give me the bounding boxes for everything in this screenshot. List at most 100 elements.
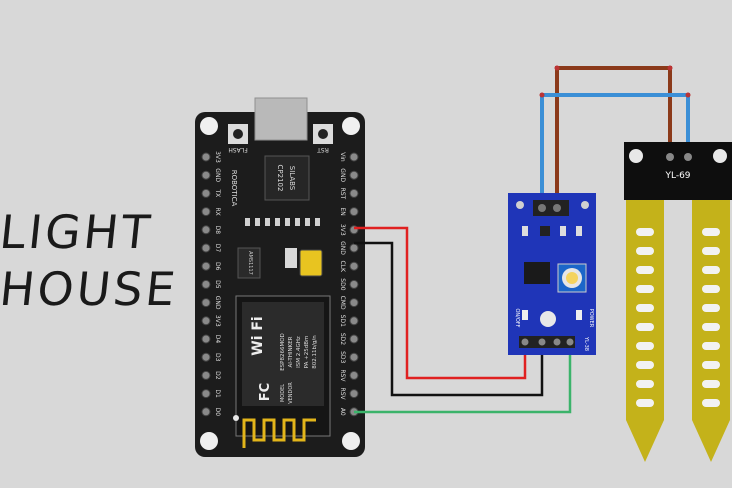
probe-trace xyxy=(702,323,720,331)
module-side-1: MODEL xyxy=(280,384,286,402)
pin-label: D2 xyxy=(214,371,221,380)
probe-trace xyxy=(702,304,720,312)
tantalum-capacitor-icon xyxy=(299,249,323,277)
header-pin xyxy=(201,407,211,417)
pin-label: SD3 xyxy=(339,351,346,363)
module-text-3: ISM 2.4GHz xyxy=(296,336,302,368)
pin-label: D8 xyxy=(214,226,221,235)
pin-label: RX xyxy=(214,207,221,215)
probe-trace xyxy=(636,380,654,388)
probe-trace xyxy=(636,361,654,369)
header-pin xyxy=(349,316,359,326)
header-pin xyxy=(349,370,359,380)
pin-label: D6 xyxy=(214,262,221,271)
wire-black-gnd xyxy=(354,241,544,397)
probe-label: YL-69 xyxy=(664,171,690,181)
pin-label: RSV xyxy=(339,369,346,382)
capacitor-icon xyxy=(285,248,297,268)
probe-trace xyxy=(702,380,720,388)
probe-trace xyxy=(636,399,654,407)
wire-blue-probe xyxy=(540,93,690,207)
pin-label: 3V3 xyxy=(339,224,346,236)
pin-label: CLK xyxy=(339,260,346,273)
probe-trace xyxy=(636,285,654,293)
header-pin xyxy=(201,152,211,162)
pin-label: SD2 xyxy=(339,333,346,345)
module-text-5: 802.11b/g/n xyxy=(312,335,318,369)
pin-label: 3V3 xyxy=(214,151,221,163)
pin-label: SD1 xyxy=(339,315,346,327)
module-side-2: VENDOR xyxy=(288,382,294,404)
probe-trace xyxy=(636,304,654,312)
pin-label: GND xyxy=(339,168,346,182)
voltage-regulator xyxy=(237,247,261,279)
header-pin xyxy=(201,389,211,399)
wifi-logo: Wi Fi xyxy=(250,316,266,355)
comparator-chip xyxy=(524,262,550,284)
led-icon xyxy=(576,310,582,320)
mount-hole-icon xyxy=(342,432,360,450)
header-pin xyxy=(201,225,211,235)
pin-label: TX xyxy=(214,189,221,198)
usb-port-icon xyxy=(254,97,308,141)
pin-label: EN xyxy=(339,207,346,215)
pin-label: A0 xyxy=(339,408,346,416)
header-pin xyxy=(201,370,211,380)
probe-trace xyxy=(702,247,720,255)
wires xyxy=(354,65,691,414)
usb-chip: SILABS CP2102 xyxy=(264,155,310,201)
header-pin xyxy=(349,298,359,308)
header-pin xyxy=(201,188,211,198)
chip-label-1: SILABS xyxy=(288,166,296,191)
header-pin xyxy=(201,279,211,289)
pin-label: SD0 xyxy=(339,278,346,290)
soil-probe: YL-69 xyxy=(624,142,732,462)
probe-trace xyxy=(702,228,720,236)
pin-label: CMD xyxy=(339,296,346,310)
mount-hole-icon xyxy=(200,432,218,450)
wire-brown-probe xyxy=(555,66,672,207)
pin-label: D4 xyxy=(214,335,221,344)
header-pin xyxy=(201,352,211,362)
probe-trace xyxy=(636,266,654,274)
header-pin xyxy=(349,152,359,162)
chip-label-2: CP2102 xyxy=(276,165,284,192)
header-pin xyxy=(201,334,211,344)
probe-trace xyxy=(636,342,654,350)
header-pin xyxy=(349,207,359,217)
pin-label: D3 xyxy=(214,353,221,362)
pin-label: 3V3 xyxy=(214,315,221,327)
pin-label: GND xyxy=(214,296,221,310)
pin-label: D1 xyxy=(214,389,221,398)
header-pin xyxy=(201,298,211,308)
rst-label: RST xyxy=(317,146,329,153)
esp8266-module: Wi Fi FC ESP8266MOD AI-THINKER ISM 2.4GH… xyxy=(233,295,331,448)
header-pin xyxy=(201,170,211,180)
header-pin xyxy=(349,188,359,198)
probe-trace xyxy=(636,323,654,331)
mount-hole-icon xyxy=(540,311,556,327)
pin-label: Vin xyxy=(339,152,346,162)
brand-label: ROBOTICA xyxy=(230,170,238,207)
mount-hole-icon xyxy=(342,117,360,135)
mount-hole-icon xyxy=(200,117,218,135)
smd-components xyxy=(245,218,320,226)
header-pin xyxy=(349,352,359,362)
pin-label: D5 xyxy=(214,280,221,289)
pin-label: RST xyxy=(339,188,346,200)
nodemcu-board: FLASH RST SILABS CP2102 AMS1117 ROBOTICA xyxy=(195,97,365,457)
header-pin xyxy=(201,316,211,326)
pin-label: GND xyxy=(214,168,221,182)
probe-trace xyxy=(702,285,720,293)
pin-header xyxy=(519,336,575,348)
header-pin xyxy=(349,389,359,399)
probe-trace xyxy=(702,399,720,407)
sensor-module: ON/OFF POWER YL-38 xyxy=(508,193,596,355)
wire-green-a0 xyxy=(354,345,572,414)
probe-trace xyxy=(636,247,654,255)
header-pin xyxy=(201,261,211,271)
header-pin xyxy=(349,334,359,344)
probe-trace xyxy=(702,266,720,274)
